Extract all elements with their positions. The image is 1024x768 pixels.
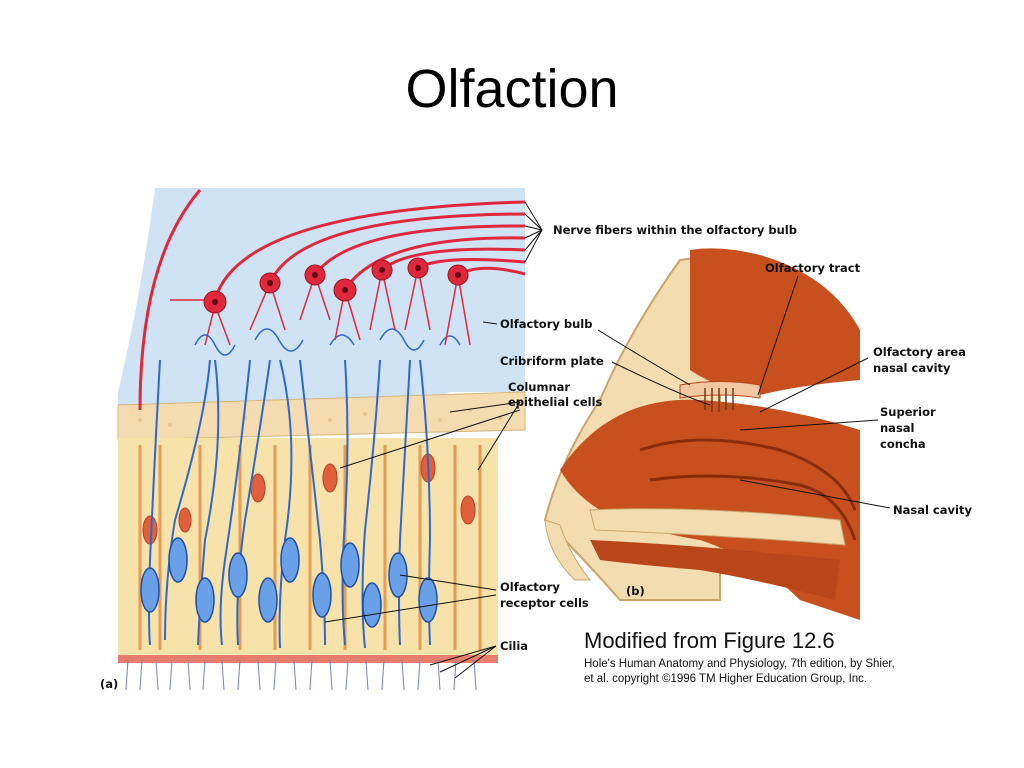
caption-line-2: et al. copyright ©1996 TM Higher Educati… xyxy=(584,673,868,685)
panel-a-illustration xyxy=(117,188,526,691)
label-olfactory-tract: Olfactory tract xyxy=(765,261,861,275)
label-cilia: Cilia xyxy=(500,639,528,653)
label-receptor-2: receptor cells xyxy=(500,596,589,610)
label-olfactory-area-2: nasal cavity xyxy=(873,361,951,375)
label-nasal-cavity: Nasal cavity xyxy=(893,503,972,517)
label-superior-1: Superior xyxy=(880,405,936,419)
label-superior-2: nasal xyxy=(880,421,915,435)
panel-b-illustration xyxy=(543,248,860,620)
brain-tissue xyxy=(690,248,860,395)
label-panel-b: (b) xyxy=(626,584,645,598)
label-cribriform-plate: Cribriform plate xyxy=(500,354,604,368)
leader-lines xyxy=(324,201,891,679)
label-receptor-1: Olfactory xyxy=(500,580,560,594)
label-superior-3: concha xyxy=(880,437,926,451)
caption-line-1: Hole's Human Anatomy and Physiology, 7th… xyxy=(584,658,895,670)
label-columnar-1: Columnar xyxy=(508,380,570,394)
label-columnar-2: epithelial cells xyxy=(508,395,603,409)
cribriform-plate xyxy=(117,391,526,441)
label-olfactory-area-1: Olfactory area xyxy=(873,345,966,359)
caption-title: Modified from Figure 12.6 xyxy=(584,628,835,653)
label-nerve-fibers: Nerve fibers within the olfactory bulb xyxy=(553,223,797,237)
slide-title: Olfaction xyxy=(405,59,619,119)
label-panel-a: (a) xyxy=(100,677,118,691)
label-olfactory-bulb: Olfactory bulb xyxy=(500,317,592,331)
